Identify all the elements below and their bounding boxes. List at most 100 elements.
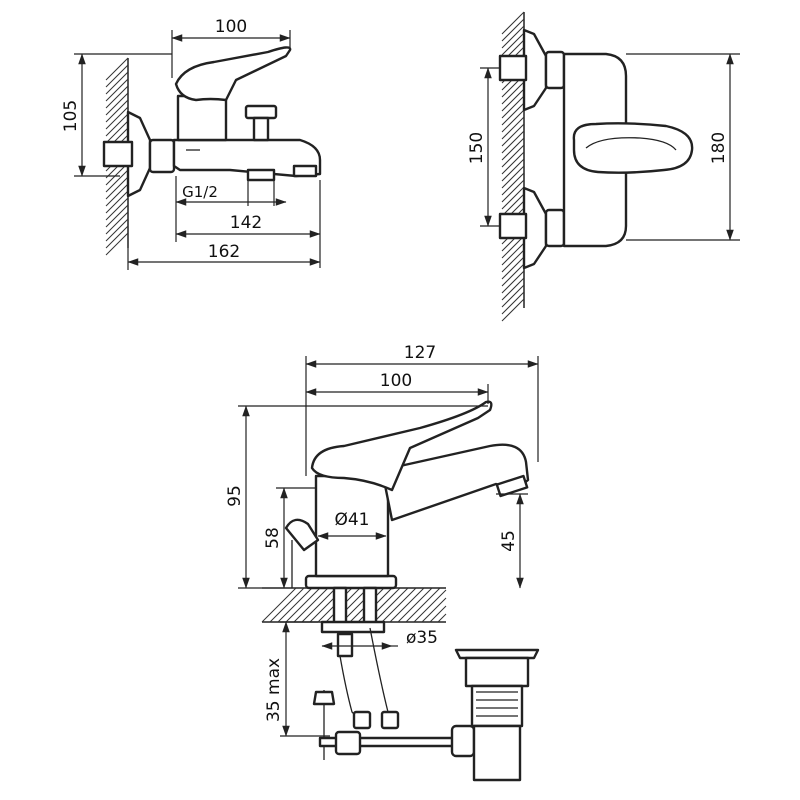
hatch-line [501, 137, 525, 161]
hatch-line [501, 284, 525, 308]
hatch-line [501, 95, 525, 119]
hatch-line [277, 587, 313, 623]
hatch-line [501, 32, 525, 56]
flex-hose-left [339, 655, 361, 721]
hatch-line [501, 25, 525, 49]
hatch-line [501, 102, 525, 126]
hatch-line [501, 263, 525, 287]
aerator [495, 474, 529, 498]
lower-connector [498, 212, 528, 240]
hatch-line [301, 587, 337, 623]
dim-total-width-basin: 127 [305, 343, 539, 476]
base-plate [304, 574, 398, 590]
hatch-line [105, 197, 129, 221]
dim-label-d35: ø35 [406, 628, 438, 648]
hatch-line [501, 158, 525, 182]
hatch-line [501, 151, 525, 175]
dim-label-thread: G1/2 [182, 183, 218, 201]
hatch-line [105, 85, 129, 109]
basin-mixer-view: 127 100 95 58 Ø41 45 [225, 343, 540, 782]
dim-lever-width: 100 [305, 371, 489, 404]
lower-nut [544, 208, 566, 248]
shower-outlet [246, 168, 276, 182]
hatch-line [501, 123, 525, 147]
dim-label-105: 105 [61, 100, 81, 132]
dim-lever-joint-height: 58 [263, 487, 316, 589]
hatch-line [501, 81, 525, 105]
hatch-line [421, 597, 447, 623]
mixer-body-column [314, 474, 390, 578]
hatch-line [105, 57, 129, 81]
hatch-line [389, 587, 425, 623]
dim-center-width: 142 [175, 176, 321, 268]
hatch-line [501, 256, 525, 280]
hatch-line [105, 190, 129, 214]
hatch-line [429, 605, 447, 623]
mixer-column [176, 94, 228, 142]
dim-label-35max: 35 max [264, 658, 284, 722]
linkage-coupler [334, 730, 362, 756]
dim-label-142: 142 [230, 213, 262, 233]
lever-handle [174, 46, 292, 102]
dim-total-width: 162 [127, 242, 321, 270]
hatch-line [413, 589, 447, 623]
dim-total-height: 95 [225, 405, 488, 589]
hatch-line [501, 298, 525, 322]
connector-nut [148, 138, 176, 174]
hatch-line [501, 193, 525, 217]
hatch-line [105, 225, 129, 249]
hatch-line [381, 587, 417, 623]
hatch-line [501, 235, 525, 259]
countertop-hatch [261, 587, 447, 623]
lever-handle-basin [310, 400, 493, 492]
linkage-clamp [312, 690, 336, 706]
hatch-line [437, 613, 447, 623]
waste-tail [472, 724, 522, 782]
hatch-line [501, 11, 525, 35]
upper-nut [544, 50, 566, 90]
hatch-line [501, 116, 525, 140]
hatch-line [105, 211, 129, 235]
hatch-line [501, 165, 525, 189]
hatch-line [405, 587, 441, 623]
dim-spout-height: 45 [496, 493, 528, 589]
dim-outer-height: 180 [626, 53, 740, 241]
hatch-line [105, 232, 129, 256]
hatch-line [501, 109, 525, 133]
hatch-line [105, 204, 129, 228]
dim-label-95: 95 [225, 485, 245, 507]
popup-rod-knob [284, 518, 320, 552]
dim-top-width: 100 [171, 17, 291, 78]
hose-nut-left [352, 710, 372, 730]
hatch-line [105, 64, 129, 88]
hatch-line [105, 113, 129, 137]
bath-mixer-front-view: 150 180 [467, 11, 740, 322]
fixing-bracket [320, 620, 386, 634]
hatch-line [105, 176, 129, 200]
pivot-nut [450, 724, 476, 758]
hatch-line [501, 291, 525, 315]
hatch-line [501, 242, 525, 266]
hatch-line [105, 78, 129, 102]
hatch-line [285, 587, 321, 623]
dim-label-162: 162 [208, 242, 240, 262]
upper-connector [498, 54, 528, 82]
dim-thread: G1/2 [175, 180, 287, 206]
hatch-line [501, 130, 525, 154]
diverter-knob [244, 104, 278, 120]
hatch-line [105, 92, 129, 116]
hatch-line [501, 277, 525, 301]
bath-mixer-side-view: 100 105 G1/2 142 162 [61, 17, 322, 270]
hose-nut-right [380, 710, 400, 730]
dim-label-58: 58 [263, 527, 283, 549]
waste-plug [454, 648, 540, 660]
hatch-line [261, 587, 297, 623]
hatch-line [105, 120, 129, 144]
dim-label-127: 127 [404, 343, 436, 363]
lever-front [572, 122, 694, 174]
flex-hose-right [369, 627, 389, 713]
lower-wall-flange [522, 186, 548, 270]
waste-body [470, 684, 524, 728]
hatch-line [501, 249, 525, 273]
hatch-line [293, 587, 329, 623]
